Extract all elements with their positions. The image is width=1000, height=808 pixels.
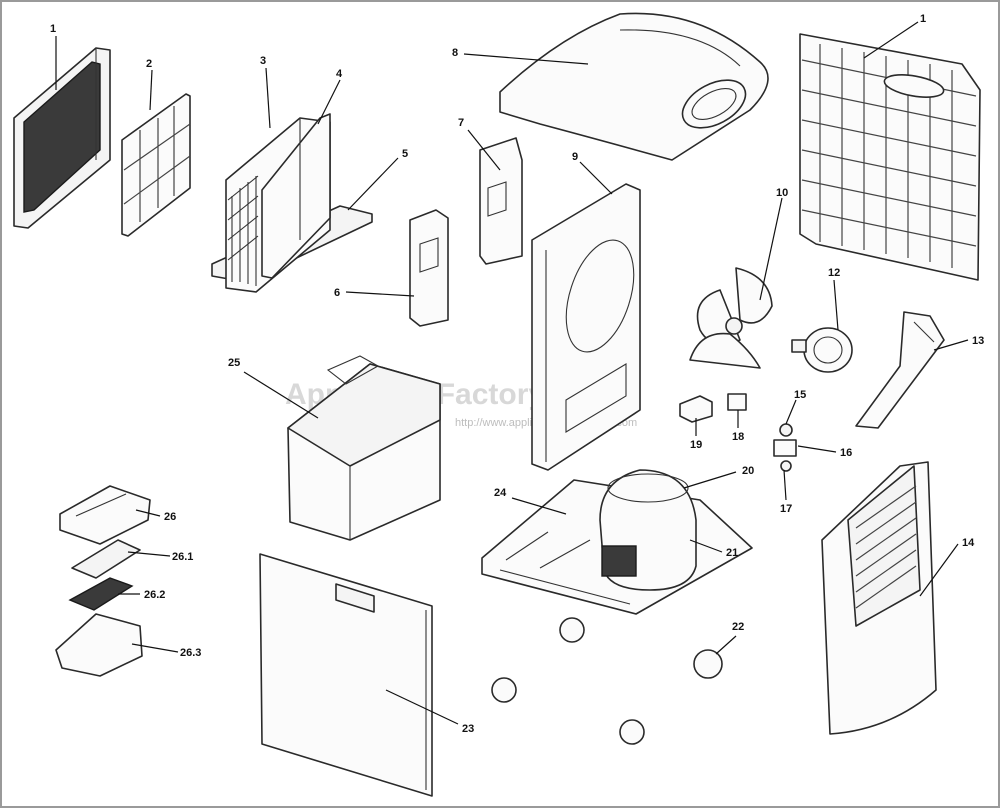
part-18-switch (727, 393, 747, 411)
callout-6: 6 (334, 287, 340, 299)
callout-23: 23 (462, 723, 474, 735)
part-6-bracket (409, 209, 449, 327)
part-14-side-panel (821, 461, 937, 735)
part-21-relay (601, 545, 637, 577)
part-26-2-board (68, 577, 134, 611)
part-3-4-5-coil-assembly (211, 113, 373, 293)
part-26-control-panel (59, 485, 151, 545)
callout-7: 7 (458, 117, 464, 129)
part-1-grille-frame (13, 47, 111, 229)
callout-19: 19 (690, 439, 702, 451)
part-26-3-housing (55, 613, 143, 677)
callout-20: 20 (742, 465, 754, 477)
callout-26-2: 26.2 (144, 589, 165, 601)
part-19-switch (679, 395, 713, 423)
part-22-casters (491, 617, 723, 745)
part-26-1-pcb (71, 539, 141, 579)
callout-26-1: 26.1 (172, 551, 193, 563)
part-12-fan-motor (791, 327, 853, 373)
callout-2: 2 (146, 58, 152, 70)
callout-13: 13 (972, 335, 984, 347)
part-9-fan-shroud (531, 183, 641, 471)
part-25-water-bucket (287, 355, 441, 541)
part-23-front-panel (259, 553, 433, 797)
callout-18: 18 (732, 431, 744, 443)
part-2-filter (121, 93, 191, 237)
callout-5: 5 (402, 148, 408, 160)
callout-26: 26 (164, 511, 176, 523)
callout-16: 16 (840, 447, 852, 459)
callout-17: 17 (780, 503, 792, 515)
callout-1-right: 1 (920, 13, 926, 25)
callout-4: 4 (336, 68, 343, 80)
callout-22: 22 (732, 621, 744, 633)
callout-15: 15 (794, 389, 806, 401)
callout-9: 9 (572, 151, 578, 163)
callout-12: 12 (828, 267, 840, 279)
callout-3: 3 (260, 55, 266, 67)
part-13-bracket (855, 311, 945, 429)
callout-26-3: 26.3 (180, 647, 201, 659)
callout-14: 14 (962, 537, 975, 549)
part-10-fan-blade (689, 267, 773, 369)
part-7-bracket (479, 137, 523, 265)
callout-25: 25 (228, 357, 240, 369)
part-8-top-cover (499, 12, 769, 161)
callout-1-left: 1 (50, 23, 56, 35)
callout-24: 24 (494, 487, 507, 499)
callout-labels: 1 2 3 4 5 6 7 8 9 1 10 12 13 25 15 16 17… (50, 13, 984, 735)
callout-21: 21 (726, 547, 738, 559)
callout-10: 10 (776, 187, 788, 199)
callout-8: 8 (452, 47, 458, 59)
part-1-rear-grille (799, 33, 981, 281)
part-15-16-17-sensor (773, 423, 797, 472)
leader-lines (55, 21, 969, 725)
